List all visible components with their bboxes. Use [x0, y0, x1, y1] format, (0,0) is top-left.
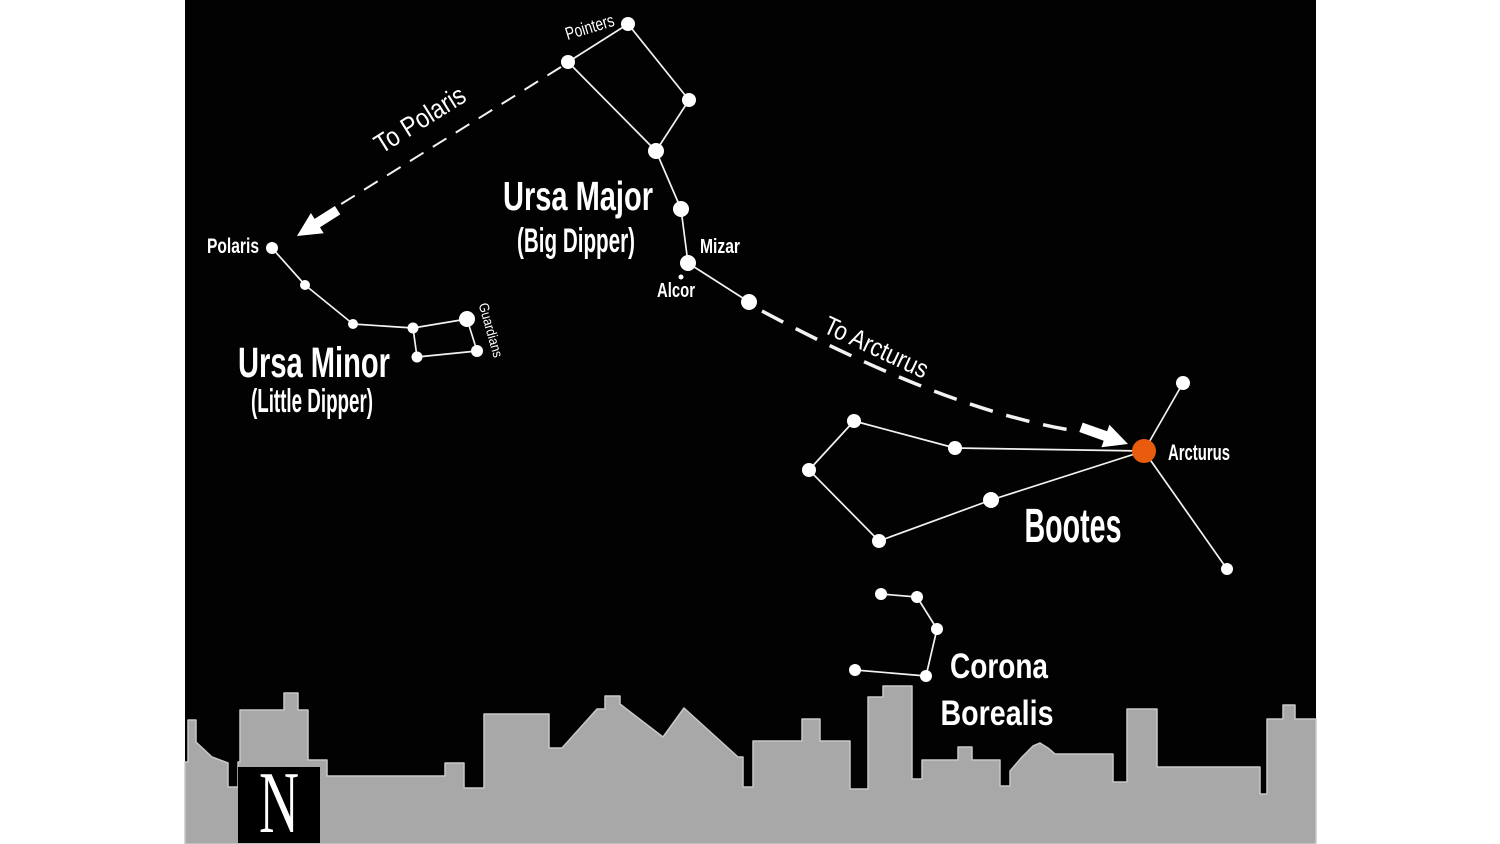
corona-borealis-star	[920, 670, 932, 682]
polaris-label: Polaris	[207, 235, 259, 258]
alcor-label: Alcor	[657, 280, 695, 302]
ursa-minor-star	[407, 322, 419, 334]
ursa-major-star	[682, 93, 696, 107]
ursa-minor-line	[271, 247, 306, 286]
ursa-major-line	[655, 99, 690, 152]
ursa-minor-line	[304, 284, 354, 325]
ursa-minor-line	[352, 323, 414, 329]
ursa-minor-star	[348, 319, 358, 329]
ursa-minor-star	[411, 351, 423, 363]
corona-borealis-star	[849, 664, 861, 676]
corona-borealis-star	[911, 591, 923, 603]
to-polaris-arrow-icon	[297, 206, 341, 236]
corona-borealis-star	[931, 623, 943, 635]
ursa-major-star	[741, 294, 757, 310]
guide-arrows-layer	[297, 66, 1128, 448]
ursa-major-star	[678, 274, 684, 280]
bootes-star	[802, 463, 816, 477]
corona-borealis-line	[925, 628, 938, 677]
ursa-major-star	[561, 55, 575, 69]
compass-north-box	[238, 767, 320, 843]
bootes-line	[1143, 450, 1228, 570]
compass-north-label: N	[259, 755, 299, 844]
bootes-line	[878, 499, 992, 542]
skyline-layer	[184, 685, 1317, 844]
bootes-star	[983, 492, 999, 508]
corona-borealis-star	[875, 588, 887, 600]
ursa-major-line	[655, 150, 682, 210]
ursa-minor-star	[266, 242, 278, 254]
corona-borealis-subname-label: Borealis	[941, 694, 1054, 733]
ursa-major-star	[621, 17, 635, 31]
ursa-major-line	[567, 23, 629, 63]
bootes-star	[1132, 439, 1156, 463]
corona-borealis-name-label: Corona	[950, 647, 1048, 686]
bootes-star	[872, 534, 886, 548]
city-skyline-silhouette	[184, 685, 1317, 844]
ursa-major-line	[680, 208, 689, 264]
ursa-minor-line	[412, 318, 468, 329]
to-arcturus-dashed-curve	[761, 309, 1071, 432]
ursa-minor-star	[471, 345, 483, 357]
sky-layer	[185, 0, 1316, 844]
ursa-minor-subname-label: (Little Dipper)	[251, 382, 373, 419]
constellations-layer	[266, 17, 1233, 682]
ursa-major-star	[648, 143, 664, 159]
bootes-name-label: Bootes	[1025, 500, 1122, 553]
ursa-minor-line	[416, 350, 478, 358]
night-sky-background	[185, 0, 1316, 844]
ursa-minor-star	[459, 311, 475, 327]
ursa-major-star	[673, 201, 689, 217]
mizar-label: Mizar	[700, 236, 740, 258]
ursa-minor-name-label: Ursa Minor	[238, 339, 390, 387]
bootes-line	[808, 420, 855, 471]
ursa-major-line	[687, 262, 750, 303]
bootes-line	[853, 420, 956, 449]
bootes-star	[1176, 376, 1190, 390]
ursa-major-line	[567, 61, 657, 152]
ursa-major-star	[680, 255, 696, 271]
to-arcturus-arrow-icon	[1079, 422, 1128, 448]
bootes-line	[808, 469, 880, 542]
corona-borealis-line	[916, 596, 938, 630]
bootes-line	[1143, 382, 1184, 452]
ursa-major-subname-label: (Big Dipper)	[517, 222, 635, 260]
corona-borealis-line	[854, 669, 927, 677]
bootes-line	[990, 450, 1145, 501]
bootes-star	[847, 414, 861, 428]
bootes-star	[1221, 563, 1233, 575]
arcturus-label: Arcturus	[1168, 440, 1230, 465]
ursa-minor-star	[300, 280, 310, 290]
to-polaris-dashed-line	[337, 66, 562, 207]
bootes-line	[954, 447, 1145, 452]
compass-layer: N	[238, 755, 320, 844]
ursa-major-line	[627, 23, 690, 101]
corona-borealis-line	[880, 593, 918, 598]
bootes-star	[948, 441, 962, 455]
ursa-major-name-label: Ursa Major	[503, 173, 653, 219]
